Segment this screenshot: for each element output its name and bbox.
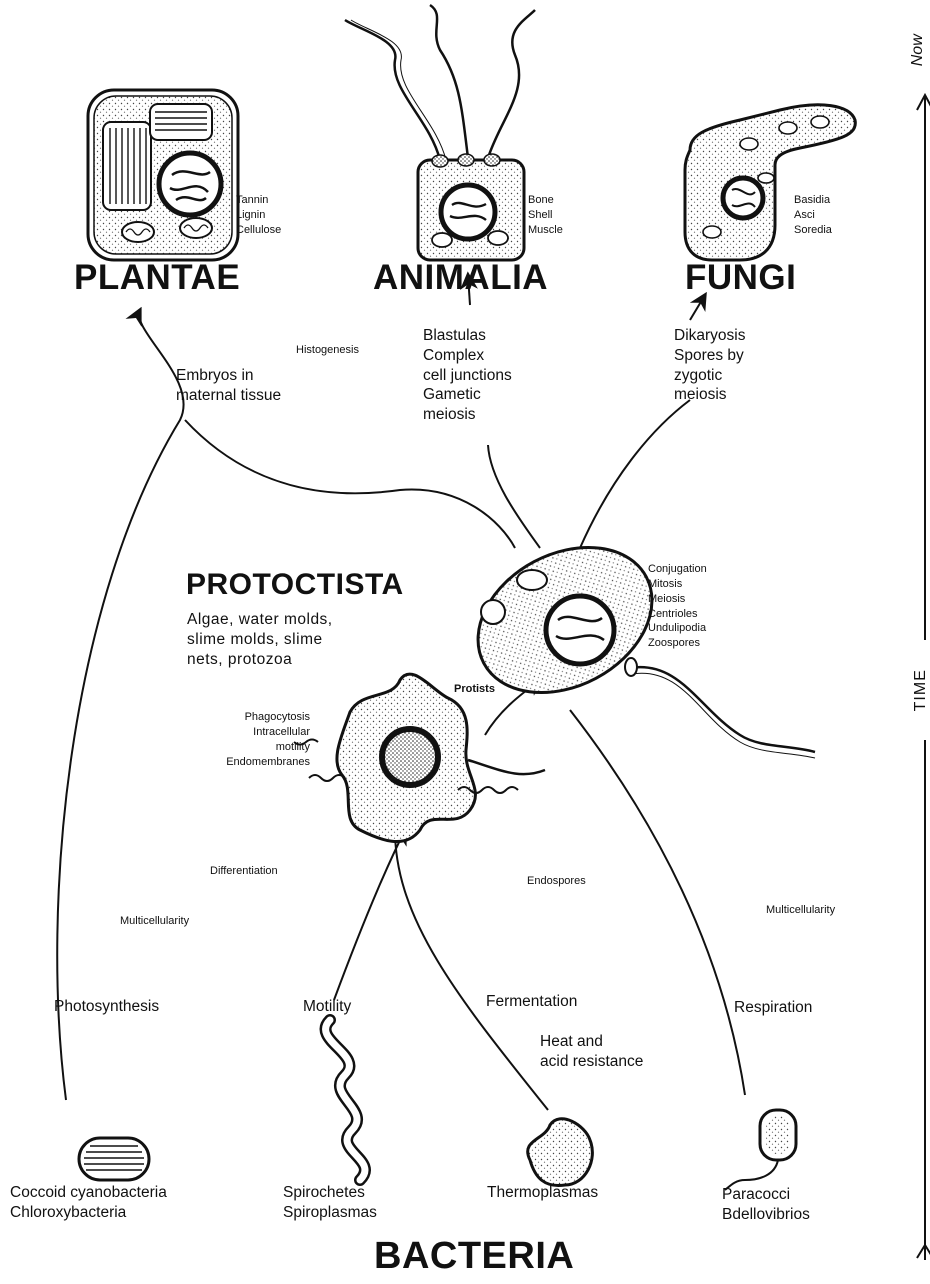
line-animalia [488,445,540,548]
plant-cell-illustration [88,90,238,260]
paracoccus-illustration [725,1110,796,1190]
line-fungi [580,400,690,548]
cyanobacterium-illustration [79,1138,149,1180]
protists-label: Protists [454,682,495,697]
fermentation-label: Fermentation [486,992,577,1012]
protoctist-cell-illustration [453,519,815,758]
kingdom-bacteria: BACTERIA [374,1232,574,1281]
amoeba-traits: Phagocytosis Intracellular motility Endo… [214,710,310,769]
embryos-label: Embryos in maternal tissue [176,366,281,406]
motility-label: Motility [303,997,351,1017]
respiration-label: Respiration [734,998,812,1018]
time-axis-label: TIME [911,669,930,711]
line-embryos [185,420,515,548]
kingdom-animalia: ANIMALIA [373,256,548,301]
animalia-traits: Bone Shell Muscle [528,193,563,238]
protoctista-traits: Conjugation Mitosis Meiosis Centrioles U… [648,562,707,651]
heat-acid-label: Heat and acid resistance [540,1032,643,1072]
kingdom-plantae: PLANTAE [74,256,240,301]
photosynthesis-label: Photosynthesis [54,997,159,1017]
cyanobacteria-label: Coccoid cyanobacteria Chloroxybacteria [10,1183,167,1223]
multicellularity-right-label: Multicellularity [766,903,835,918]
animalia-path-traits: Blastulas Complex cell junctions Gametic… [423,326,512,425]
spirochete-illustration [326,1020,365,1180]
differentiation-label: Differentiation [210,864,278,879]
kingdom-protoctista: PROTOCTISTA [186,566,404,604]
multicellularity-left-label: Multicellularity [120,914,189,929]
protoctista-description: Algae, water molds, slime molds, slime n… [187,610,333,669]
kingdom-fungi: FUNGI [685,256,796,301]
thermoplasma-illustration [528,1119,593,1186]
paracocci-label: Paracocci Bdellovibrios [722,1185,810,1225]
animal-cell-illustration [345,5,535,260]
endospores-label: Endospores [527,874,586,889]
line-fermentation [395,830,548,1110]
histogenesis-label: Histogenesis [296,343,359,358]
thermoplasmas-label: Thermoplasmas [487,1183,598,1203]
time-now-label: Now [908,34,928,66]
line-photosynthesis [57,310,183,1100]
fungi-path-traits: Dikaryosis Spores by zygotic meiosis [674,326,745,405]
plantae-traits: Tannin Lignin Cellulose [236,193,281,238]
amoeba-cell-illustration [294,674,545,841]
fungi-traits: Basidia Asci Soredia [794,193,832,238]
spirochetes-label: Spirochetes Spiroplasmas [283,1183,377,1223]
line-motility [334,830,405,1000]
